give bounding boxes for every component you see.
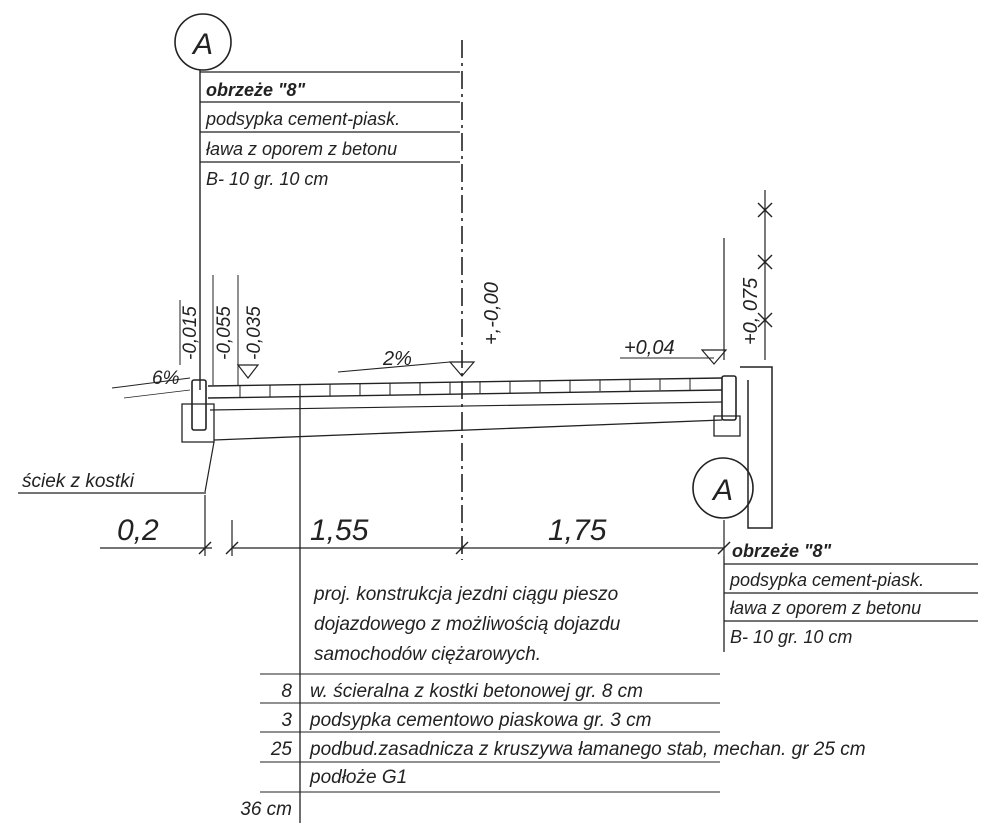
slope-left-hatch	[123, 389, 191, 399]
right-callout-title: obrzeże "8"	[732, 541, 832, 561]
elevation-e3: -0,035	[244, 306, 265, 360]
elevation-triangle-axis	[448, 361, 476, 377]
right-callout-line3: B- 10 gr. 10 cm	[730, 627, 852, 647]
layer-1-desc: w. ścieralna z kostki betonowej gr. 8 cm	[310, 681, 643, 702]
slope-main: 2%	[382, 348, 412, 370]
layer-3-thickness: 25	[270, 739, 293, 760]
elevation-e1: -0,015	[180, 306, 201, 360]
left-callout-line1: podsypka cement-piask.	[205, 109, 400, 129]
layer-2-thickness: 3	[281, 710, 292, 731]
slope-left-arrow	[111, 377, 191, 389]
elevation-triangle-left	[236, 364, 260, 379]
marker-a-right-label: A	[711, 474, 733, 507]
layer-4-desc: podłoże G1	[309, 767, 407, 788]
layer-1-thickness: 8	[281, 681, 292, 702]
right-callout: obrzeże "8" podsypka cement-piask. ława …	[723, 541, 978, 652]
elevation-right-low: +0,04	[624, 337, 675, 359]
gutter-label: ściek z kostki	[22, 471, 135, 492]
marker-a-top: A	[174, 13, 232, 71]
construction-title: proj. konstrukcja jezdni ciągu pieszo do…	[313, 584, 621, 665]
slope-main-arrow	[337, 361, 451, 373]
road-section	[181, 366, 773, 529]
construction-title-line2: dojazdowego z możliwością dojazdu	[314, 614, 621, 635]
dimension-d1: 0,2	[117, 514, 159, 547]
right-callout-line2: ława z oporem z betonu	[730, 598, 921, 618]
dimension-d3: 1,75	[548, 514, 607, 547]
layer-3-desc: podbud.zasadnicza z kruszywa łamanego st…	[309, 739, 866, 760]
marker-a-right: A	[692, 457, 754, 519]
slope-left: 6%	[152, 368, 180, 389]
layer-table: 8 w. ścieralna z kostki betonowej gr. 8 …	[240, 673, 866, 820]
elevation-e2: -0,055	[214, 306, 235, 360]
elevation-axis: +,-0,00	[481, 282, 503, 345]
left-callout: obrzeże "8" podsypka cement-piask. ława …	[200, 71, 460, 189]
right-callout-line1: podsypka cement-piask.	[729, 570, 924, 590]
layer-2-desc: podsypka cementowo piaskowa gr. 3 cm	[309, 710, 651, 731]
dimension-line	[100, 495, 731, 556]
construction-title-line1: proj. konstrukcja jezdni ciągu pieszo	[313, 584, 618, 605]
construction-title-line3: samochodów ciężarowych.	[314, 644, 541, 665]
elevation-triangle-right	[700, 349, 728, 365]
left-callout-title: obrzeże "8"	[206, 80, 306, 100]
elevation-right-high: +0, 075	[740, 277, 762, 345]
dimension-d2: 1,55	[310, 514, 369, 547]
layer-total: 36 cm	[240, 799, 292, 820]
left-callout-line2: ława z oporem z betonu	[206, 139, 397, 159]
right-vertical-dimension	[723, 190, 773, 360]
marker-a-top-label: A	[191, 28, 213, 61]
left-callout-line3: B- 10 gr. 10 cm	[206, 169, 328, 189]
